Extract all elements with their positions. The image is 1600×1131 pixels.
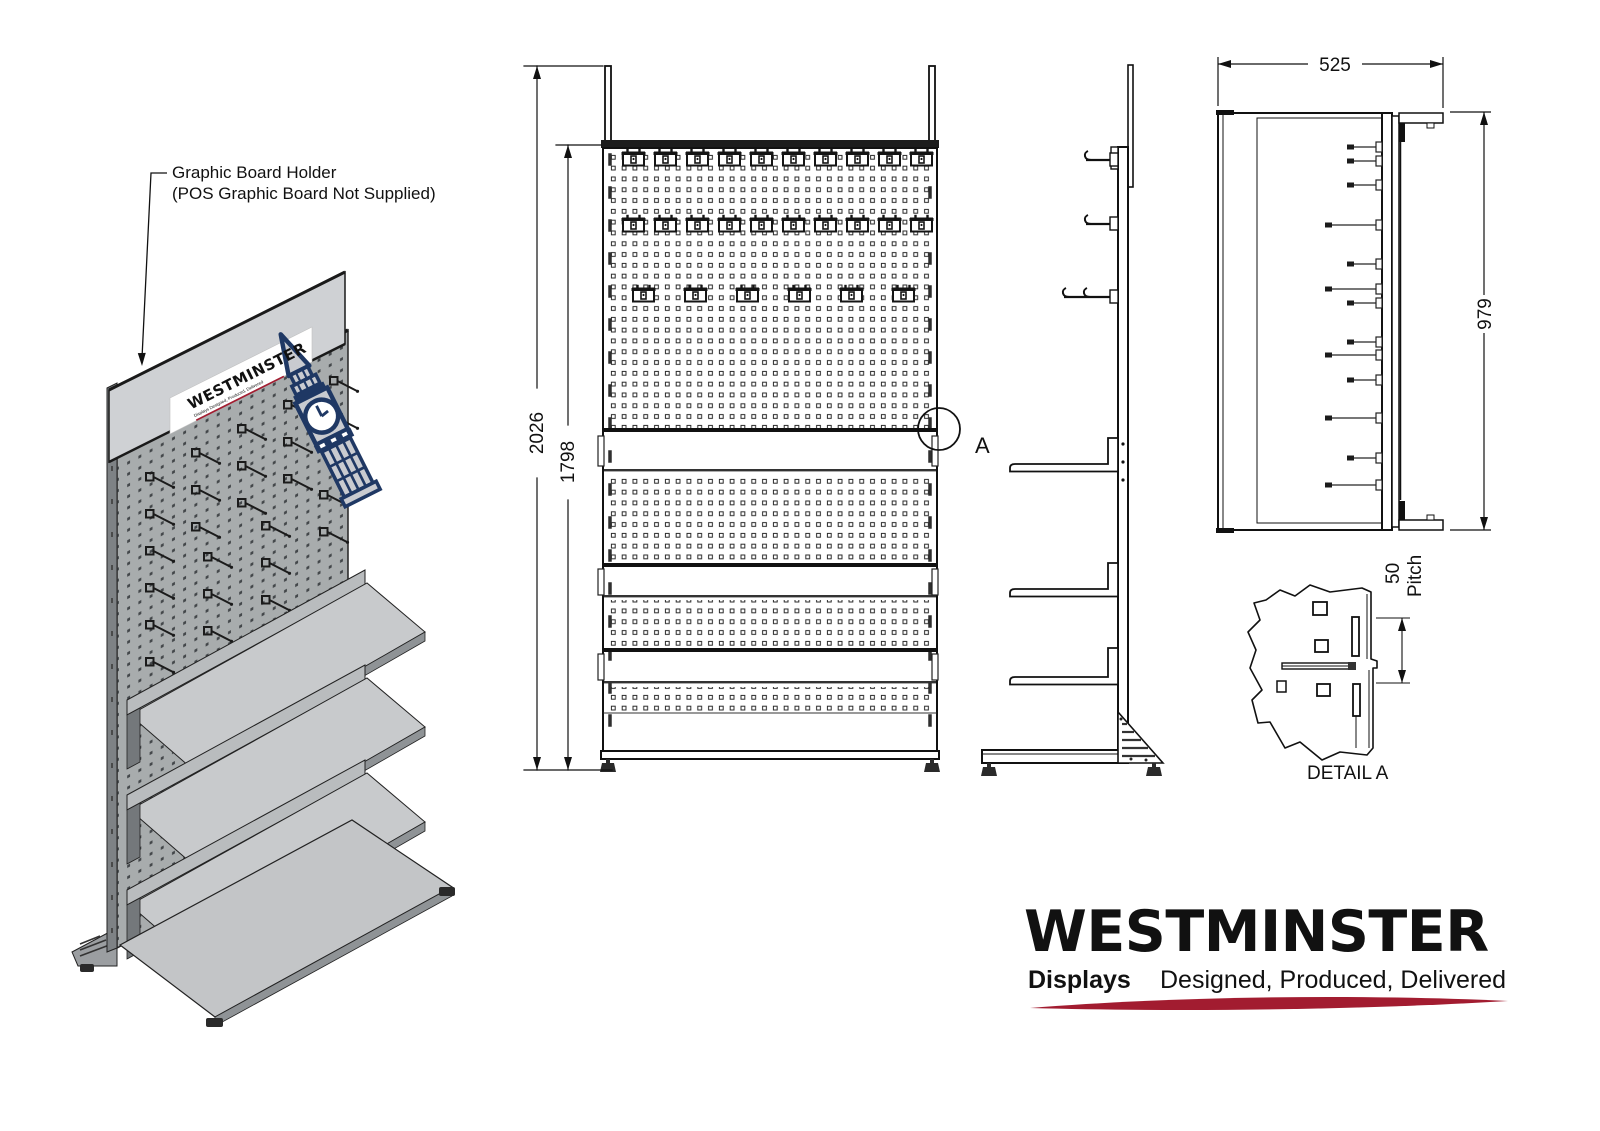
plan-view: 525 979: [1216, 55, 1496, 533]
red-swoosh: [1030, 996, 1508, 1010]
detail-a-view: 50 Pitch DETAIL A: [1247, 555, 1426, 784]
annotation-line2: (POS Graphic Board Not Supplied): [172, 184, 436, 203]
dim-525-value: 525: [1319, 55, 1351, 76]
brand-tagline-rest: Designed, Produced, Delivered: [1160, 966, 1506, 994]
dim-1798-value: 1798: [558, 441, 579, 483]
brand-wordmark: WESTMINSTER: [1024, 899, 1489, 965]
gusset-vents: [1122, 722, 1155, 758]
pitch-value: 50: [1383, 563, 1404, 584]
annotation-line1: Graphic Board Holder: [172, 163, 337, 182]
dim-979-value: 979: [1475, 298, 1496, 330]
detail-callout-circle: [917, 407, 961, 451]
dim-979: 979: [1450, 111, 1496, 531]
leader-arrow: [137, 352, 146, 367]
brand-tagline-bold: Displays: [1028, 966, 1131, 994]
dim-1798: 1798: [555, 144, 602, 771]
detail-callout-letter: A: [975, 433, 990, 458]
board-logo-swoosh: [195, 375, 285, 421]
iso-base-leg: [71, 887, 455, 1027]
logo-lockup: WESTMINSTER Displays Designed, Produced,…: [1024, 899, 1508, 1010]
front-view: 2026 1798 A: [523, 65, 990, 772]
dim-2026-value: 2026: [527, 412, 548, 454]
pitch-unit: Pitch: [1405, 555, 1426, 597]
iso-view: WESTMINSTER Displays Designed, Produced,…: [71, 163, 455, 1027]
side-hooks: [1061, 150, 1119, 304]
detail-a-label: DETAIL A: [1307, 763, 1389, 784]
dim-2026: 2026: [523, 65, 613, 771]
front-shelf-bands: [597, 428, 939, 684]
dim-525: 525: [1217, 55, 1444, 108]
dim-50-pitch: 50 Pitch: [1376, 555, 1426, 684]
side-view: [981, 64, 1165, 776]
annotation: Graphic Board Holder (POS Graphic Board …: [137, 163, 436, 367]
